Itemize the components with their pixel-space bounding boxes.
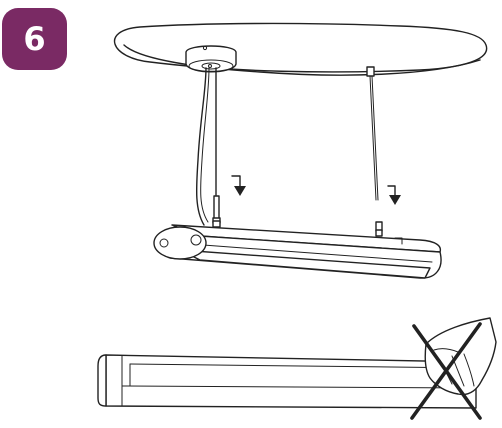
linear-light-fixture-icon: [97, 354, 477, 409]
down-arrow-icon: [387, 185, 401, 205]
cross-out-icon: [410, 322, 482, 420]
step-number-badge: 6: [2, 8, 67, 70]
linear-light-fixture-icon: [153, 220, 442, 279]
suspension-cable-right: [366, 66, 383, 232]
down-arrow-icon: [231, 175, 246, 196]
ceiling-plate-icon: [113, 22, 488, 76]
suspension-cable-left: [212, 67, 221, 224]
power-cord: [195, 67, 207, 226]
ceiling-canopy-icon: [185, 45, 237, 73]
